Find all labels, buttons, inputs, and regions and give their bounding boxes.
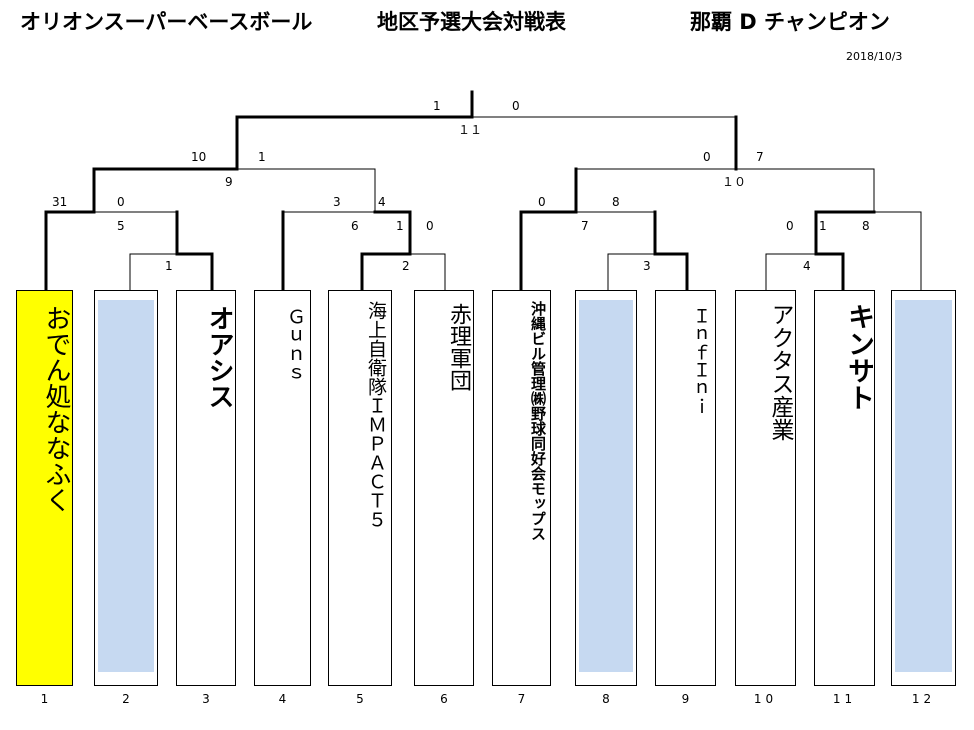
position-number: 2 <box>122 692 130 706</box>
game-number-sf1: 9 <box>225 175 233 189</box>
page-title: オリオンスーパーベースボール <box>20 10 313 34</box>
position-number: 12 <box>911 692 936 706</box>
game-number-r1b: 2 <box>402 259 410 273</box>
line-r1c-left <box>607 253 655 290</box>
team-box-2-bye <box>94 290 158 686</box>
line-r1a-right <box>175 210 214 292</box>
score-qf4-right: 1 <box>819 219 827 233</box>
page-subtitle: 地区予選大会対戦表 <box>377 10 566 34</box>
line-sf1-left <box>92 167 239 214</box>
score-qf4-left: 0 <box>786 219 794 233</box>
score-qf3-right: 8 <box>612 195 620 209</box>
team-box-10[interactable]: アクタス産業 <box>735 290 796 686</box>
game-number-qf3: 7 <box>581 219 589 233</box>
line-r1d-left <box>814 252 845 292</box>
team-name: アクタス産業 <box>767 303 793 441</box>
team-box-6[interactable]: 赤理軍団 <box>414 290 474 686</box>
line-sf1-right <box>237 168 376 212</box>
position-number: 8 <box>602 692 610 706</box>
line-qf3-left <box>519 167 578 292</box>
team-name: キンサト <box>843 303 874 411</box>
position-number: 11 <box>832 692 857 706</box>
game-number-r1d: 4 <box>803 259 811 273</box>
score-qf1-left: 31 <box>52 195 68 209</box>
game-number-sf2: １０ <box>722 175 747 189</box>
score-qf4-team12: 8 <box>862 219 870 233</box>
bye-fill <box>895 300 952 672</box>
position-number: 4 <box>278 692 287 706</box>
game-number-qf1: 5 <box>117 219 125 233</box>
score-qf2-right: 4 <box>378 195 386 209</box>
team-box-7[interactable]: 沖縄ビル管理㈱野球同好会モップス <box>492 290 551 686</box>
score-sf2-right: 7 <box>756 150 764 164</box>
line-final-left <box>235 115 474 171</box>
team-name: おでん処ななふく <box>41 305 71 513</box>
date-label: 2018/10/3 <box>846 50 903 63</box>
score-qf2-left: 3 <box>333 195 341 209</box>
score-r1b-left: 6 <box>351 219 359 233</box>
team-name: Ｇｕｎｓ <box>284 307 306 383</box>
line-sf2-right <box>736 168 875 212</box>
position-number: 7 <box>517 692 526 706</box>
game-number-r1c: 3 <box>643 259 651 273</box>
game-number-r1a: 1 <box>165 259 173 273</box>
team-name: 赤理軍団 <box>446 303 471 391</box>
line-r1a-left <box>129 253 177 290</box>
team-box-12-bye <box>891 290 956 686</box>
position-number: 3 <box>202 692 210 706</box>
score-final-left: 1 <box>433 99 441 113</box>
line-final-right <box>472 116 737 169</box>
score-qf3-left: 0 <box>538 195 546 209</box>
position-number: 5 <box>356 692 364 706</box>
game-number-final: １１ <box>458 123 483 137</box>
bye-fill <box>98 300 154 672</box>
score-final-right: 0 <box>512 99 520 113</box>
team-name: 海上自衛隊ＩＭＰＡＣＴ５ <box>365 301 387 529</box>
position-number: 9 <box>681 692 690 706</box>
team-box-11[interactable]: キンサト <box>814 290 875 686</box>
line-r1b-left <box>360 210 412 292</box>
score-r1b-right: 1 <box>396 219 404 233</box>
position-number: 10 <box>753 692 778 706</box>
line-r1c-right <box>653 210 689 292</box>
score-qf1-right: 0 <box>117 195 125 209</box>
team-name: 沖縄ビル管理㈱野球同好会モップス <box>529 301 547 541</box>
team-name: オアシス <box>204 305 234 409</box>
position-number: 6 <box>440 692 448 706</box>
score-sf2-left: 0 <box>703 150 711 164</box>
team-box-1[interactable]: おでん処ななふく <box>16 290 73 686</box>
line-qf4-right <box>814 210 876 256</box>
line-r1d-right <box>874 211 922 290</box>
team-box-5[interactable]: 海上自衛隊ＩＭＰＡＣＴ５ <box>328 290 392 686</box>
team-name: ＩｎｆＩｎｉ <box>690 307 711 415</box>
score-sf1-right: 1 <box>258 150 266 164</box>
team-box-3[interactable]: オアシス <box>176 290 236 686</box>
score-r1b-team6: 0 <box>426 219 434 233</box>
position-number: 1 <box>40 692 49 706</box>
champion-label: 那覇 D チャンピオン <box>690 10 890 34</box>
line-qf4-left <box>765 253 816 290</box>
bye-fill <box>579 300 633 672</box>
team-box-8-bye <box>575 290 637 686</box>
line-qf1-left <box>44 210 96 292</box>
score-sf1-left: 10 <box>191 150 207 164</box>
team-box-9[interactable]: ＩｎｆＩｎｉ <box>655 290 716 686</box>
team-box-4[interactable]: Ｇｕｎｓ <box>254 290 311 686</box>
